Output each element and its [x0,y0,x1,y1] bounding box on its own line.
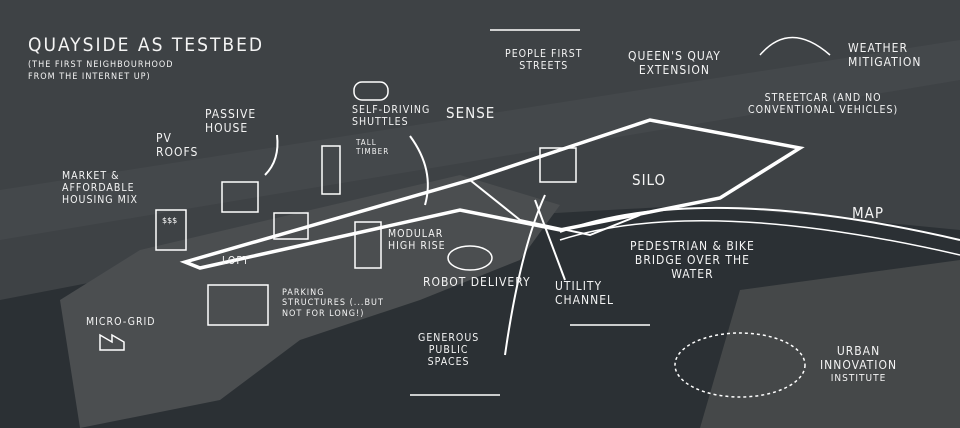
label-weather: WeatherMitigation [848,41,922,69]
subtitle-line-2: from the internet up) [28,72,151,82]
page-title: Quayside as Testbed [28,34,265,56]
silo-icon [539,147,577,183]
label-micro-grid: Micro-Grid [86,316,156,328]
passive-house-icon [221,181,259,213]
arrow-icon [264,134,279,176]
label-sense: Sense [446,104,496,122]
factory-icon [99,333,125,351]
site-outline [179,118,805,270]
tall-timber-icon [321,145,341,195]
buildings [99,29,831,398]
robot-delivery-icon [447,245,493,271]
label-map: Map [852,204,885,222]
label-queens-quay: Queen's QuayExtension [628,49,721,77]
expressway [0,40,960,240]
label-modular: ModularHigh Rise [388,228,446,253]
money-sign: $$$ [162,216,177,225]
land-parcel [60,175,560,428]
label-pv-roofs: PVRoofs [156,131,199,159]
institute-icon [674,332,806,398]
label-institute: UrbanInnovationInstitute [820,344,898,384]
land-east [700,260,960,428]
label-silo: Silo [632,171,667,189]
label-public-spaces: GenerousPublicSpaces [418,332,480,369]
label-self-driving: Self-DrivingShuttles [352,104,431,129]
modular-high-rise-icon [354,221,382,269]
label-people-first: People FirstStreets [505,48,583,73]
market-housing-icon [155,209,187,251]
label-streetcar: Streetcar (and noconventional vehicles) [748,92,899,117]
label-loft: Loft [222,255,250,267]
label-robot-delivery: Robot Delivery [423,275,531,289]
label-bridge: Pedestrian & BikeBridge over theWater [630,239,755,281]
road-line [469,179,641,237]
label-utility: UtilityChannel [555,279,615,307]
bridge-line [559,219,960,256]
arrow-icon [504,194,546,356]
parking-structure-icon [207,284,269,326]
weather-canopy-icon [759,36,831,56]
loft-icon [273,212,309,240]
arrow-icon [534,199,566,281]
label-market-housing: Market &AffordableHousing Mix [62,170,139,207]
bridge-line [559,206,960,241]
label-tall-timber: TallTimber [356,138,390,157]
arrow-icon [409,135,429,206]
shuttle-icon [353,81,389,101]
subtitle-line-1: (The first neighbourhood [28,60,174,70]
label-parking: ParkingStructures (...butnot for long!) [282,288,384,319]
label-passive-house: PassiveHouse [205,107,257,135]
